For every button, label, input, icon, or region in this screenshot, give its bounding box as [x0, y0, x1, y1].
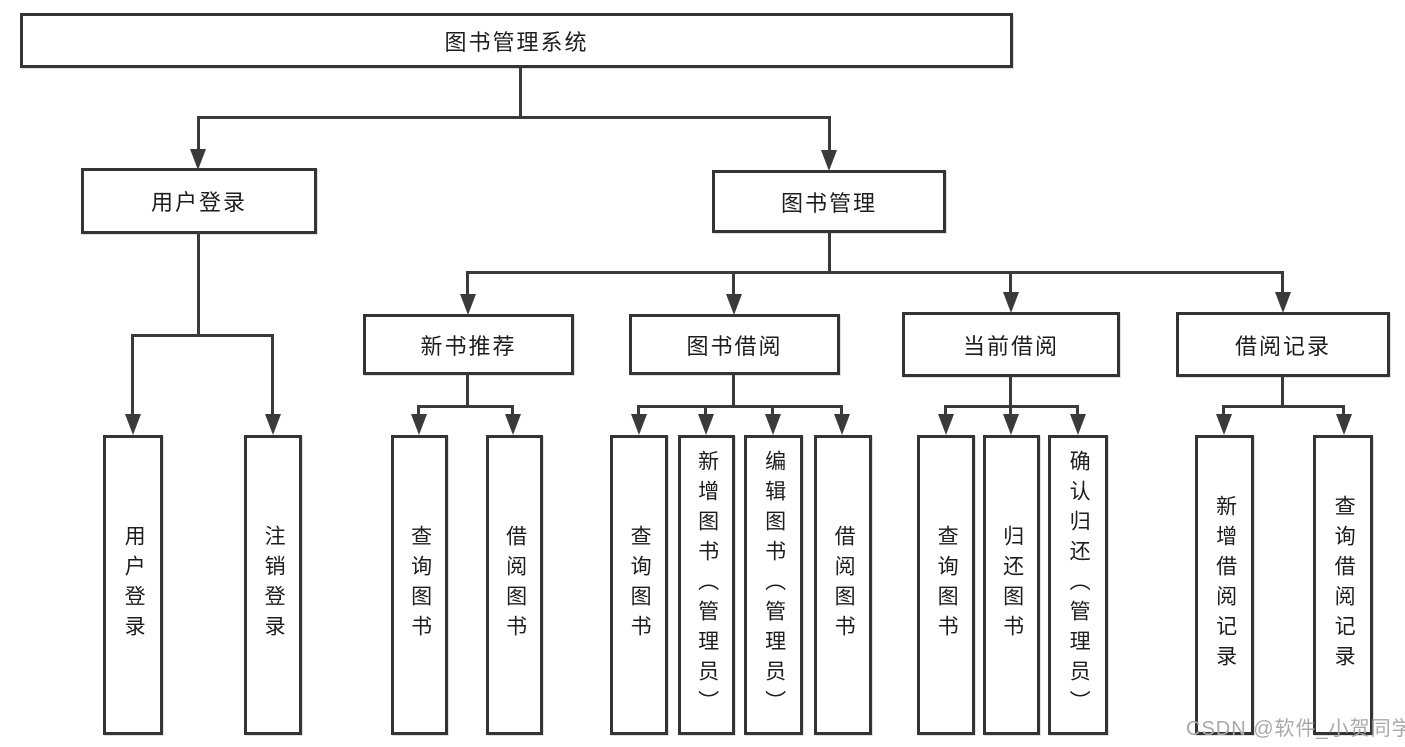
connector-current-borrow-drop: [1009, 376, 1012, 408]
leaf-borrow-books-recommend-label: 借阅图书: [503, 525, 527, 645]
leaf-user-login: 用户登录: [103, 435, 163, 735]
leaf-query-books-recommend-label: 查询图书: [408, 525, 432, 645]
leaf-return-books-label: 归还图书: [1000, 525, 1024, 645]
leaf-confirm-return-admin-label: 确认归还（管理员）: [1067, 450, 1091, 720]
leaf-query-books-current: 查询图书: [917, 435, 975, 735]
leaf-add-borrow-record-label: 新增借阅记录: [1213, 495, 1237, 675]
node-current-borrow: 当前借阅: [902, 312, 1120, 377]
connector-split-book-borrow: [637, 405, 843, 408]
arrow-down-icon: [505, 414, 521, 435]
connector-stem: [828, 116, 831, 154]
leaf-borrow-books: 借阅图书: [814, 435, 872, 735]
arrow-down-icon: [411, 414, 427, 435]
leaf-user-login-label: 用户登录: [122, 525, 146, 645]
connector-split-root: [197, 116, 831, 119]
node-book-borrow: 图书借阅: [629, 314, 840, 375]
leaf-edit-books-admin: 编辑图书（管理员）: [744, 435, 803, 735]
leaf-add-borrow-record: 新增借阅记录: [1195, 435, 1254, 735]
connector-borrow-records-drop: [1281, 376, 1284, 408]
connector-stem: [417, 406, 420, 416]
node-user-login: 用户登录: [81, 168, 317, 234]
connector-split-new-book: [417, 405, 514, 408]
node-user-login-label: 用户登录: [150, 190, 247, 215]
connector-stem: [511, 406, 514, 416]
connector-split-current-borrow: [944, 405, 1079, 408]
arrow-down-icon: [726, 294, 742, 315]
arrow-down-icon: [265, 414, 281, 435]
connector-stem: [1009, 406, 1012, 416]
connector-stem: [466, 272, 469, 294]
leaf-borrow-books-recommend: 借阅图书: [486, 435, 543, 735]
leaf-query-books-current-label: 查询图书: [935, 525, 959, 645]
connector-stem: [1222, 406, 1225, 416]
connector-book-borrow-drop: [732, 374, 735, 408]
connector-stem: [771, 406, 774, 416]
connector-stem: [1076, 406, 1079, 416]
connector-root-stem: [519, 68, 522, 119]
connector-book-mgmt-drop: [828, 232, 831, 274]
leaf-query-borrow-record: 查询借阅记录: [1313, 435, 1373, 735]
connector-stem: [944, 406, 947, 416]
csdn-watermark: CSDN @软件_小贺同学: [1186, 718, 1405, 740]
node-borrow-records-label: 借阅记录: [1234, 333, 1331, 359]
leaf-logout-login: 注销登录: [244, 435, 302, 735]
connector-stem: [1281, 272, 1284, 292]
connector-stem: [271, 334, 274, 416]
arrow-down-icon: [1003, 292, 1019, 313]
node-book-management-label: 图书管理: [780, 190, 877, 216]
leaf-query-books-borrow-label: 查询图书: [628, 525, 652, 645]
node-borrow-records: 借阅记录: [1176, 312, 1390, 377]
arrow-down-icon: [698, 414, 714, 435]
leaf-add-books-admin-label: 新增图书（管理员）: [695, 450, 719, 720]
arrow-down-icon: [631, 414, 647, 435]
connector-user-login-drop: [197, 232, 200, 336]
leaf-add-books-admin: 新增图书（管理员）: [678, 435, 735, 735]
node-library-management-system: 图书管理系统: [20, 13, 1013, 68]
arrow-down-icon: [190, 149, 206, 170]
arrow-down-icon: [765, 414, 781, 435]
arrow-down-icon: [1003, 414, 1019, 435]
arrow-down-icon: [1070, 414, 1086, 435]
arrow-down-icon: [1216, 414, 1232, 435]
connector-stem: [732, 272, 735, 294]
arrow-down-icon: [821, 150, 837, 171]
leaf-confirm-return-admin: 确认归还（管理员）: [1048, 435, 1108, 735]
connector-split-book-mgmt: [466, 271, 1284, 274]
node-new-book-recommend-label: 新书推荐: [420, 333, 517, 359]
node-new-book-recommend: 新书推荐: [363, 314, 574, 375]
node-current-borrow-label: 当前借阅: [962, 333, 1059, 359]
arrow-down-icon: [834, 414, 850, 435]
connector-stem: [840, 406, 843, 416]
connector-split-borrow-records: [1222, 405, 1345, 408]
leaf-query-books-recommend: 查询图书: [391, 435, 448, 735]
connector-stem: [131, 334, 134, 416]
node-root-label: 图书管理系统: [444, 29, 589, 55]
connector-stem: [1342, 406, 1345, 416]
leaf-query-borrow-record-label: 查询借阅记录: [1332, 495, 1356, 675]
connector-new-book-drop: [466, 374, 469, 408]
arrow-down-icon: [460, 294, 476, 315]
connector-stem: [1009, 272, 1012, 292]
leaf-query-books-borrow: 查询图书: [610, 435, 668, 735]
connector-stem: [637, 406, 640, 416]
leaf-edit-books-admin-label: 编辑图书（管理员）: [762, 450, 786, 720]
connector-stem: [197, 116, 200, 154]
leaf-return-books: 归还图书: [983, 435, 1040, 735]
connector-stem: [704, 406, 707, 416]
arrow-down-icon: [125, 414, 141, 435]
arrow-down-icon: [938, 414, 954, 435]
node-book-management: 图书管理: [712, 170, 946, 233]
arrow-down-icon: [1275, 292, 1291, 313]
connector-split-user-login: [131, 334, 274, 337]
leaf-borrow-books-label: 借阅图书: [832, 525, 856, 645]
leaf-logout-login-label: 注销登录: [262, 525, 286, 645]
arrow-down-icon: [1336, 414, 1352, 435]
node-book-borrow-label: 图书借阅: [686, 333, 783, 359]
